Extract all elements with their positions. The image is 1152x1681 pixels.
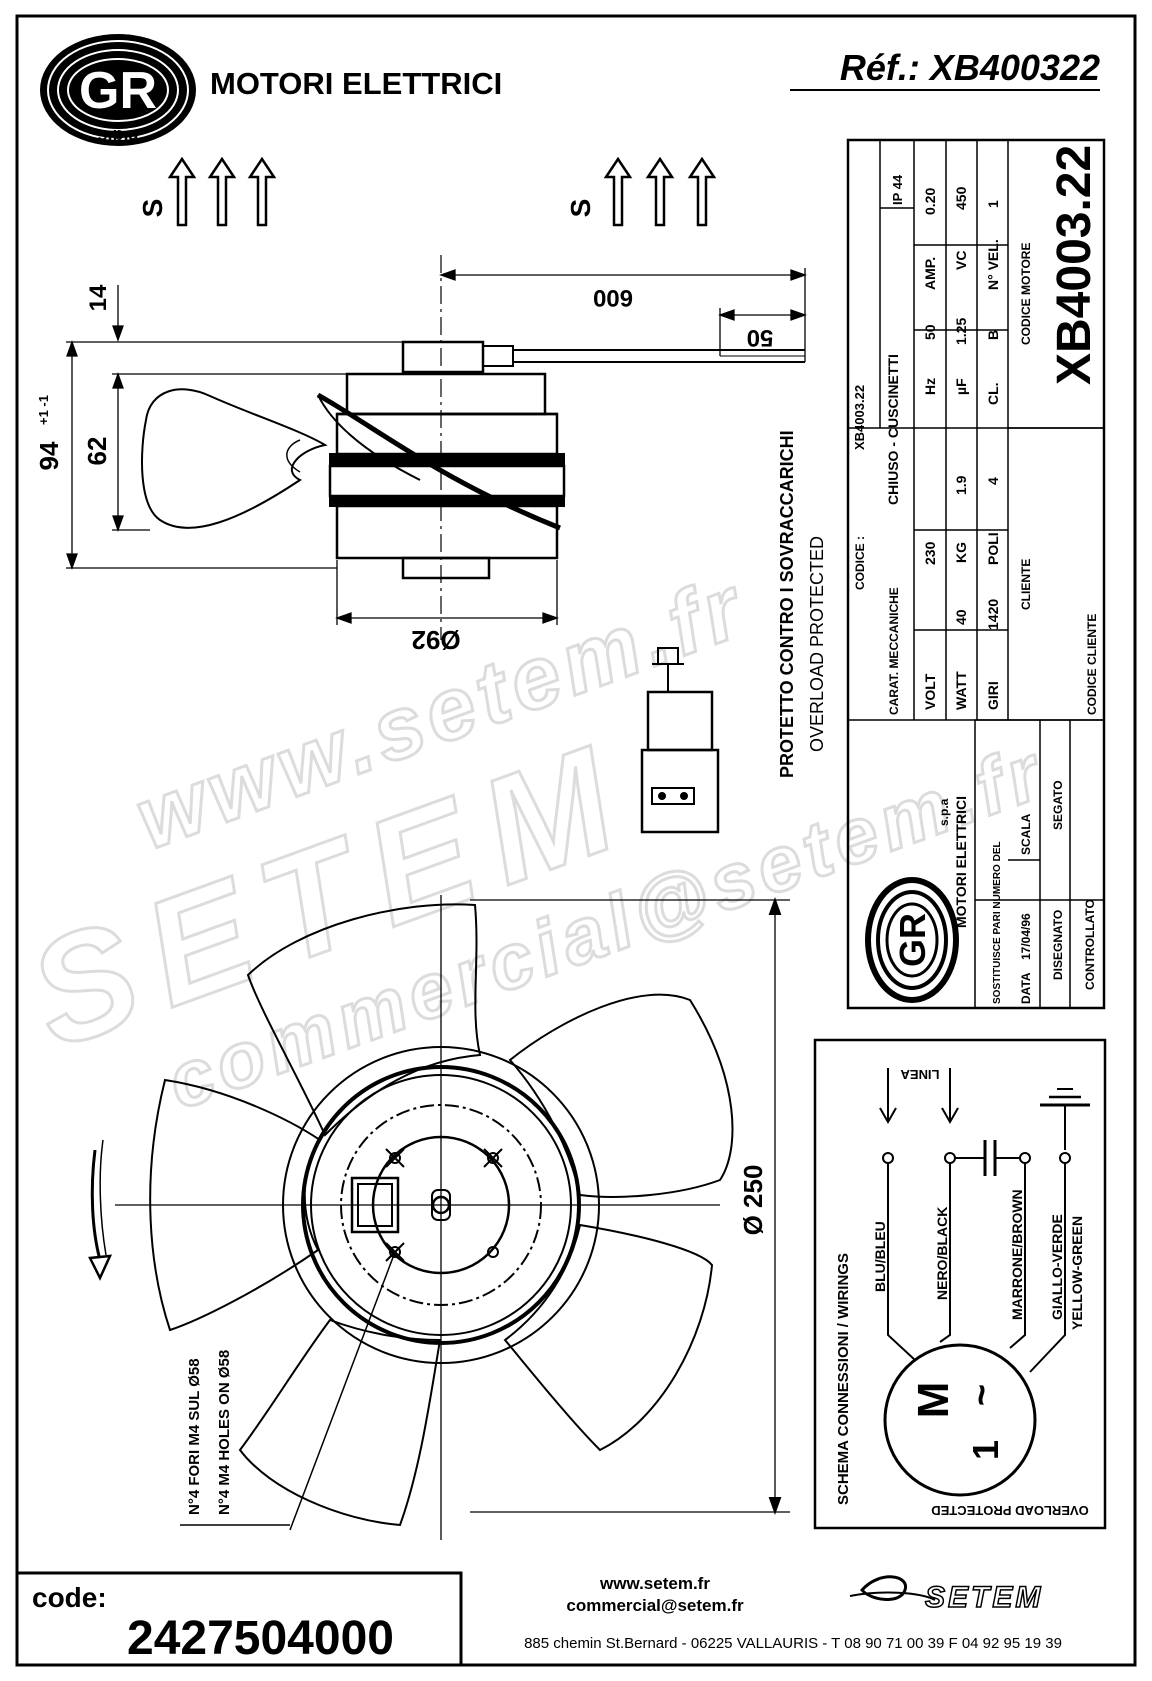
- dim-height-body: 62: [82, 437, 112, 466]
- reference-number: Réf.: XB400322: [840, 47, 1100, 88]
- carat-value: CHIUSO - CUSCINETTI: [885, 354, 901, 505]
- codice-motore-label: CODICE MOTORE: [1019, 243, 1033, 345]
- data-label: DATA: [1019, 972, 1033, 1004]
- dim-body-diameter: Ø92: [411, 625, 460, 655]
- titleblock-logo: GR MOTORI ELETTRICI s.p.a: [865, 796, 969, 1003]
- spec-poli-label: POLI: [985, 532, 1001, 565]
- logo-suffix: s.p.a: [97, 124, 139, 144]
- dim-cable-length: 600: [593, 284, 633, 311]
- spec-kg-value: 1.9: [953, 475, 969, 495]
- spec-vc-label: VC: [953, 251, 969, 270]
- footer-address: 885 chemin St.Bernard - 06225 VALLAURIS …: [524, 1635, 1062, 1652]
- dim-fan-diameter: Ø 250: [738, 1165, 768, 1236]
- footer-email: commercial@setem.fr: [566, 1596, 744, 1615]
- wiring-schematic: [813, 1038, 1107, 1530]
- spec-amp-label: AMP.: [922, 257, 938, 290]
- cliente-label: CLIENTE: [1019, 559, 1033, 610]
- s-label-right: S: [565, 199, 596, 218]
- spec-uf-label: µF: [953, 378, 969, 395]
- spec-volt-value: 230: [922, 541, 938, 565]
- wire-label-giallo-verde: GIALLO-VERDE: [1049, 1214, 1065, 1320]
- spec-watt-value: 40: [953, 609, 969, 625]
- dim-height-total: 94: [34, 441, 64, 470]
- carat-label: CARAT. MECCANICHE: [887, 587, 901, 715]
- titleblock-logo-suffix: s.p.a: [937, 798, 951, 826]
- titleblock-logo-letters: GR: [892, 913, 933, 967]
- fan-front-view: [88, 895, 790, 1540]
- dim-top-offset: 14: [85, 284, 112, 311]
- wiring-title: SCHEMA CONNESSIONI / WIRINGS: [835, 1253, 852, 1505]
- spec-watt-label: WATT: [953, 671, 969, 710]
- thermal-protector-drawing: [640, 647, 720, 834]
- spec-kg-label: KG: [953, 542, 969, 563]
- footer-website: www.setem.fr: [599, 1574, 710, 1593]
- footer: code: 2427504000 www.setem.fr commercial…: [15, 1571, 1062, 1667]
- protection-text-it: PROTETTO CONTRO I SOVRACCARICHI: [777, 430, 797, 778]
- codice-cliente-label: CODICE CLIENTE: [1085, 614, 1099, 715]
- dim-height-tolerance: +1 -1: [36, 395, 51, 425]
- controllato-label: CONTROLLATO: [1083, 899, 1097, 990]
- spec-cl-value: B: [985, 330, 1001, 340]
- spec-hz-value: 50: [922, 324, 938, 340]
- spec-giri-value: 1420: [985, 599, 1001, 630]
- airflow-arrows-right: [603, 156, 717, 227]
- codice-value: XB4003.22: [852, 385, 867, 450]
- side-view-dimensions: [66, 268, 807, 625]
- spec-volt-label: VOLT: [922, 673, 938, 710]
- motor-symbol-1: 1: [965, 1440, 1006, 1460]
- spec-cl-label: CL.: [985, 382, 1001, 405]
- disegnato-label: DISEGNATO: [1051, 910, 1065, 980]
- wire-label-nero: NERO/BLACK: [934, 1207, 950, 1300]
- ip-rating: IP 44: [890, 174, 905, 205]
- airflow-arrows-left: [167, 156, 277, 227]
- footer-brand: SETEM: [925, 1581, 1043, 1614]
- overload-label: OVERLOAD PROTECTED: [931, 1503, 1088, 1518]
- mounting-text-en: N°4 M4 HOLES ON Ø58: [216, 1350, 233, 1515]
- spec-giri-label: GIRI: [985, 681, 1001, 710]
- data-value: 17/04/96: [1019, 913, 1033, 960]
- spec-nvel-value: 1: [985, 200, 1001, 208]
- spec-hz-label: Hz: [922, 378, 938, 395]
- titleblock-fields: SOSTITUISCE PARI NUMERO DEL DATA 17/04/9…: [992, 780, 1097, 1004]
- codice-motore-value: XB4003.22: [1048, 145, 1101, 385]
- scala-label: SCALA: [1019, 813, 1033, 855]
- footer-setem-logo: SETEM: [849, 1575, 1043, 1615]
- spec-amp-value: 0.20: [922, 188, 938, 215]
- spec-table-text: CODICE : XB4003.22 CARAT. MECCANICHE CHI…: [852, 145, 1101, 715]
- spec-table: [846, 138, 1106, 1010]
- wire-label-marrone: MARRONE/BROWN: [1009, 1189, 1025, 1320]
- disegnato-value: SEGATO: [1051, 780, 1065, 830]
- spec-nvel-label: N° VEL.: [985, 239, 1001, 290]
- company-name: MOTORI ELETTRICI: [210, 66, 502, 101]
- linea-label: LINEA: [900, 1067, 940, 1082]
- motor-side-view: [141, 255, 805, 640]
- s-label-left: S: [137, 199, 168, 218]
- wire-label-blu: BLU/BLEU: [872, 1221, 888, 1292]
- spec-uf-value: 1.25: [953, 318, 969, 345]
- sheet-border: [15, 14, 1137, 1667]
- sostituisce-label: SOSTITUISCE PARI NUMERO DEL: [992, 841, 1003, 1004]
- motor-symbol-tilde: ~: [961, 1384, 1003, 1406]
- mounting-text-it: N°4 FORI M4 SUL Ø58: [186, 1358, 203, 1515]
- code-value: 2427504000: [127, 1612, 394, 1665]
- logo-letters: GR: [79, 62, 157, 120]
- spec-vc-value: 450: [953, 186, 969, 210]
- dim-cable-strip: 50: [747, 324, 774, 351]
- protection-text-en: OVERLOAD PROTECTED: [807, 536, 827, 752]
- code-label: code:: [32, 1582, 107, 1613]
- titleblock-logo-company: MOTORI ELETTRICI: [953, 796, 969, 928]
- spec-poli-value: 4: [985, 477, 1001, 485]
- motor-symbol-m: M: [909, 1382, 958, 1419]
- company-logo: GR s.p.a: [40, 34, 196, 146]
- wire-label-yellow-green: YELLOW-GREEN: [1069, 1216, 1085, 1330]
- codice-label: CODICE :: [853, 536, 867, 590]
